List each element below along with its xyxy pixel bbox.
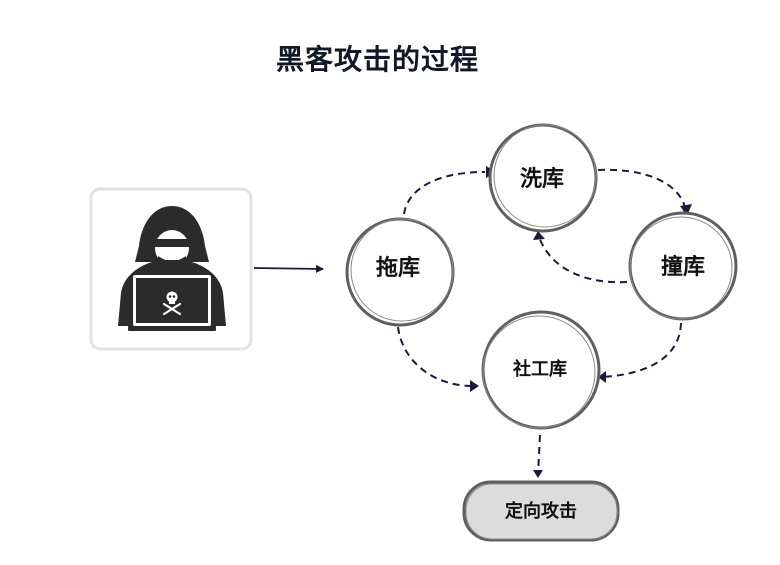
label-target: 定向攻击 xyxy=(505,500,577,522)
arrow-xiku-to-zhuangku xyxy=(597,168,687,212)
arrow-tuoku-to-xiku xyxy=(403,171,486,215)
node-target xyxy=(462,480,620,542)
hacker-with-laptop-icon xyxy=(118,206,226,331)
arrow-tuoku-to-shegongku xyxy=(397,326,474,387)
hacker-card xyxy=(89,187,253,351)
arrow-hacker-to-tuoku xyxy=(253,264,324,273)
label-xiku: 洗库 xyxy=(520,167,564,192)
skull-crossbones-icon xyxy=(162,291,182,316)
arrow-zhuangku-to-xiku xyxy=(538,236,628,284)
label-zhuangku: 撞库 xyxy=(661,254,705,280)
label-shegongku: 社工库 xyxy=(513,358,567,380)
arrow-zhuangku-to-shegongku xyxy=(601,322,682,378)
diagram-title: 黑客攻击的过程 xyxy=(275,43,479,76)
label-tuoku: 拖库 xyxy=(376,255,420,281)
arrow-shegongku-to-target xyxy=(537,434,541,476)
